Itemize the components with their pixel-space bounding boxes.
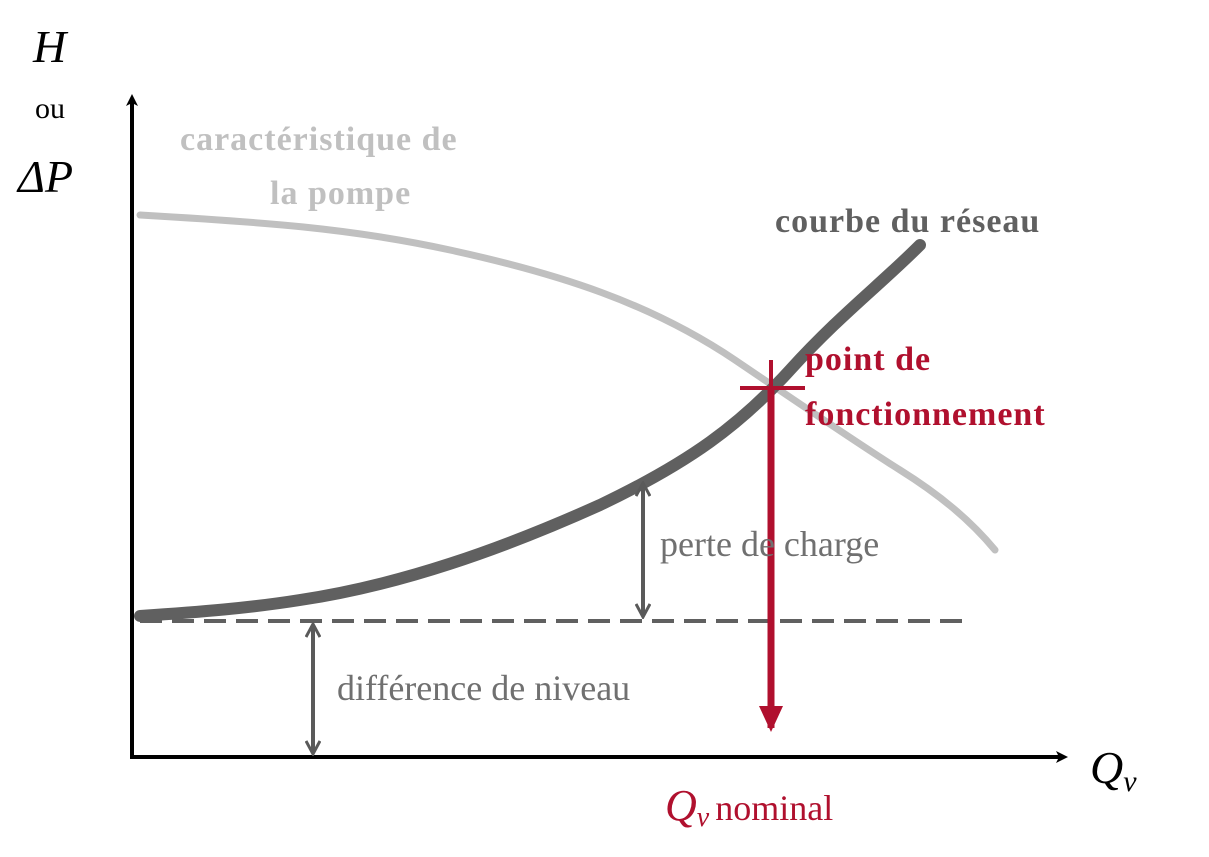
level-difference-label: différence de niveau <box>337 668 630 708</box>
y-axis-label-delta-p: ΔP <box>16 151 73 202</box>
y-axis-label-ou: ou <box>35 92 65 125</box>
network-curve <box>134 239 926 622</box>
pump-characteristic-curve <box>136 211 999 554</box>
x-axis-label: Qv <box>1090 742 1137 798</box>
operating-point-label-line1: point de <box>805 341 931 378</box>
operating-point-label-line2: fonctionnement <box>805 396 1046 433</box>
pump-curve-label-line1: caractéristique de <box>180 121 458 158</box>
pump-curve-label-line2: la pompe <box>270 175 411 212</box>
y-axis-label-h: H <box>32 21 69 72</box>
head-loss-label: perte de charge <box>660 524 879 564</box>
network-curve-label: courbe du réseau <box>775 203 1040 240</box>
